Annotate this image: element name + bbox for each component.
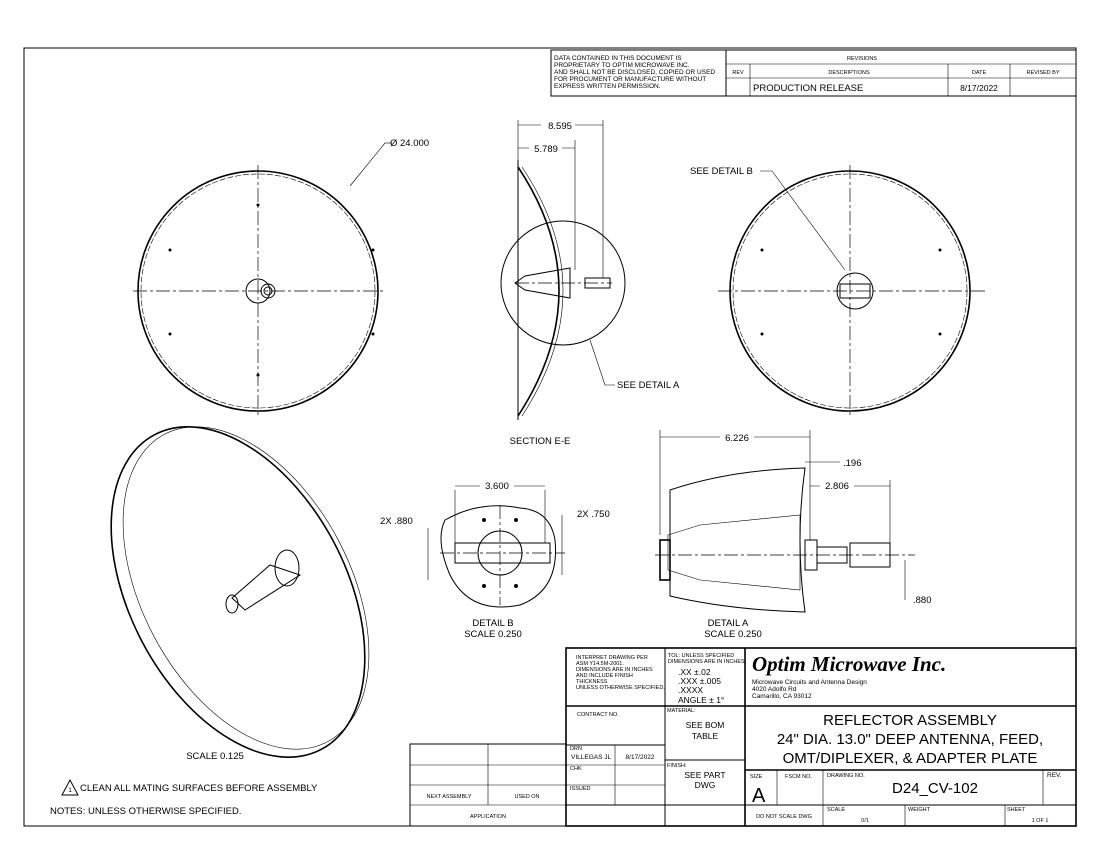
- drawing-title-3: OMT/DIPLEXER, & ADAPTER PLATE: [783, 750, 1038, 767]
- title-block: INTERPRET DRAWING PER ASM Y14.5M-2001. D…: [565, 647, 1077, 827]
- dim-5789: 5.789: [534, 144, 558, 155]
- sheet-label: SHEET: [1007, 807, 1026, 813]
- front-view: Ø 24.000: [133, 138, 429, 418]
- svg-text:DIMENSIONS ARE IN INCHES.: DIMENSIONS ARE IN INCHES.: [668, 659, 747, 665]
- sheet-value: 1 OF 1: [1032, 818, 1049, 824]
- section-label: SECTION E-E: [510, 436, 571, 447]
- note-flag-icon: [61, 778, 79, 796]
- dim-2x880: 2X .880: [380, 516, 413, 527]
- svg-text:UNLESS OTHERWISE SPECIFIED.: UNLESS OTHERWISE SPECIFIED.: [576, 685, 665, 691]
- dim-2x750: 2X .750: [577, 509, 610, 520]
- svg-text:.XX ±.02: .XX ±.02: [678, 667, 711, 677]
- drawing-title-1: REFLECTOR ASSEMBLY: [823, 712, 997, 729]
- revised-by-header: REVISED BY: [1026, 70, 1059, 76]
- date-header: DATE: [972, 70, 987, 76]
- svg-text:.XXXX: .XXXX: [678, 685, 703, 695]
- finish-value-2: DWG: [695, 780, 716, 790]
- company-address: 4020 Adolfo Rd: [752, 686, 797, 693]
- material-value-2: TABLE: [692, 731, 719, 741]
- do-not-scale: DO NOT SCALE DWG: [756, 814, 812, 820]
- svg-text:DIMENSIONS ARE IN INCHES: DIMENSIONS ARE IN INCHES: [576, 667, 653, 673]
- drn-date: 8/17/2022: [626, 754, 655, 761]
- drn-name: VILLEGAS JL: [571, 754, 611, 761]
- company-logo: Optim Microwave Inc.: [752, 652, 946, 676]
- note-1: CLEAN ALL MATING SURFACES BEFORE ASSEMBL…: [80, 783, 318, 794]
- notes: 1 CLEAN ALL MATING SURFACES BEFORE ASSEM…: [50, 778, 318, 817]
- interpret-note: INTERPRET DRAWING PER ASM Y14.5M-2001. D…: [576, 655, 665, 691]
- detail-a-label: DETAIL A: [708, 618, 749, 629]
- desc-header: DESCRIPTIONS: [828, 70, 870, 76]
- see-detail-b-label: SEE DETAIL B: [690, 166, 753, 177]
- revisions-block: DATA CONTAINED IN THIS DOCUMENT IS PROPR…: [550, 49, 1077, 97]
- svg-text:DATA CONTAINED IN THIS DOCUMEN: DATA CONTAINED IN THIS DOCUMENT IS: [554, 55, 682, 62]
- finish-value-1: SEE PART: [684, 770, 725, 780]
- section-view: 8.595 5.789 SEE DETAIL A SECTION E-E: [500, 119, 680, 447]
- company-city: Camarillo, CA 93012: [752, 693, 812, 700]
- diameter-dimension: Ø 24.000: [390, 138, 429, 149]
- svg-text:TOL: UNLESS SPECIFIED: TOL: UNLESS SPECIFIED: [668, 653, 734, 659]
- next-assembly-label: NEXT ASSEMBLY: [426, 794, 471, 800]
- drawing-number: D24_CV-102: [892, 780, 978, 797]
- dim-3600: 3.600: [485, 481, 509, 492]
- weight-label: WEIGHT: [908, 807, 931, 813]
- svg-text:PROPRIETARY TO OPTIM MICROWAVE: PROPRIETARY TO OPTIM MICROWAVE INC.: [554, 62, 690, 69]
- material-value-1: SEE BOM: [686, 720, 725, 730]
- svg-text:.XXX ±.005: .XXX ±.005: [678, 676, 721, 686]
- rear-view: SEE DETAIL B: [690, 165, 985, 418]
- dim-2806: 2.806: [825, 481, 849, 492]
- used-on-label: USED ON: [514, 794, 539, 800]
- detail-b-scale: SCALE 0.250: [464, 629, 522, 640]
- revisions-title: REVISIONS: [847, 56, 877, 62]
- next-assembly-block: NEXT ASSEMBLY USED ON APPLICATION: [409, 743, 567, 827]
- revision-date: 8/17/2022: [960, 83, 998, 93]
- issued-label: ISSUED: [570, 786, 591, 792]
- fscm-label: FSCM NO.: [785, 774, 812, 780]
- detail-a-view: 6.226 .196 2.806 .880 DETAIL A SCALE 0.2…: [655, 430, 932, 640]
- detail-a-scale: SCALE 0.250: [704, 629, 762, 640]
- dim-880: .880: [913, 595, 932, 606]
- isometric-view: SCALE 0.125: [110, 426, 370, 762]
- svg-text:ANGLE ± 1°: ANGLE ± 1°: [678, 695, 724, 705]
- see-detail-a-label: SEE DETAIL A: [617, 380, 680, 391]
- svg-text:ASM Y14.5M-2001.: ASM Y14.5M-2001.: [576, 661, 624, 667]
- finish-label: FINISH:: [667, 763, 687, 769]
- contract-label: CONTRACT NO.: [577, 712, 619, 718]
- company-tagline: Microwave Circuits and Antenna Design: [752, 679, 867, 686]
- svg-text:AND INCLUDE FINISH: AND INCLUDE FINISH: [576, 673, 633, 679]
- dim-8595: 8.595: [548, 121, 572, 132]
- drawing-no-label: DRAWING NO.: [827, 773, 865, 779]
- notes-header: NOTES: UNLESS OTHERWISE SPECIFIED.: [50, 806, 241, 817]
- rev-header: REV: [732, 70, 744, 76]
- svg-text:AND SHALL NOT BE DISCLOSED, CO: AND SHALL NOT BE DISCLOSED, COPIED OR US…: [554, 69, 715, 76]
- svg-text:INTERPRET DRAWING PER: INTERPRET DRAWING PER: [576, 655, 648, 661]
- svg-text:FOR PROCUMENT OR MANUFACTURE W: FOR PROCUMENT OR MANUFACTURE WITHOUT: [554, 76, 706, 83]
- scale-value: 0/1: [861, 818, 869, 824]
- dim-196: .196: [843, 458, 862, 469]
- rev-label: REV.: [1047, 772, 1062, 779]
- material-label: MATERIAL:: [667, 708, 696, 714]
- scale-label: SCALE: [827, 807, 845, 813]
- iso-scale-label: SCALE 0.125: [186, 751, 244, 762]
- drawing-title-2: 24" DIA. 13.0" DEEP ANTENNA, FEED,: [777, 731, 1043, 748]
- dim-6226: 6.226: [725, 433, 749, 444]
- svg-text:THICKNESS: THICKNESS: [576, 679, 608, 685]
- proprietary-notice: DATA CONTAINED IN THIS DOCUMENT IS PROPR…: [554, 55, 715, 90]
- chk-label: CHK: [570, 766, 582, 772]
- revision-description: PRODUCTION RELEASE: [753, 83, 863, 94]
- application-label: APPLICATION: [470, 814, 506, 820]
- detail-b-view: 3.600 2X .880 2X .750 DETAIL B SCALE 0.2…: [380, 480, 610, 640]
- detail-b-label: DETAIL B: [472, 618, 513, 629]
- size-value: A: [752, 785, 766, 807]
- svg-text:1: 1: [68, 787, 72, 794]
- svg-text:EXPRESS WRITTEN PERMISSION.: EXPRESS WRITTEN PERMISSION.: [554, 83, 661, 90]
- size-label: SIZE: [750, 774, 763, 780]
- drn-label: DRN: [570, 746, 582, 752]
- tolerances: TOL: UNLESS SPECIFIED DIMENSIONS ARE IN …: [668, 653, 747, 705]
